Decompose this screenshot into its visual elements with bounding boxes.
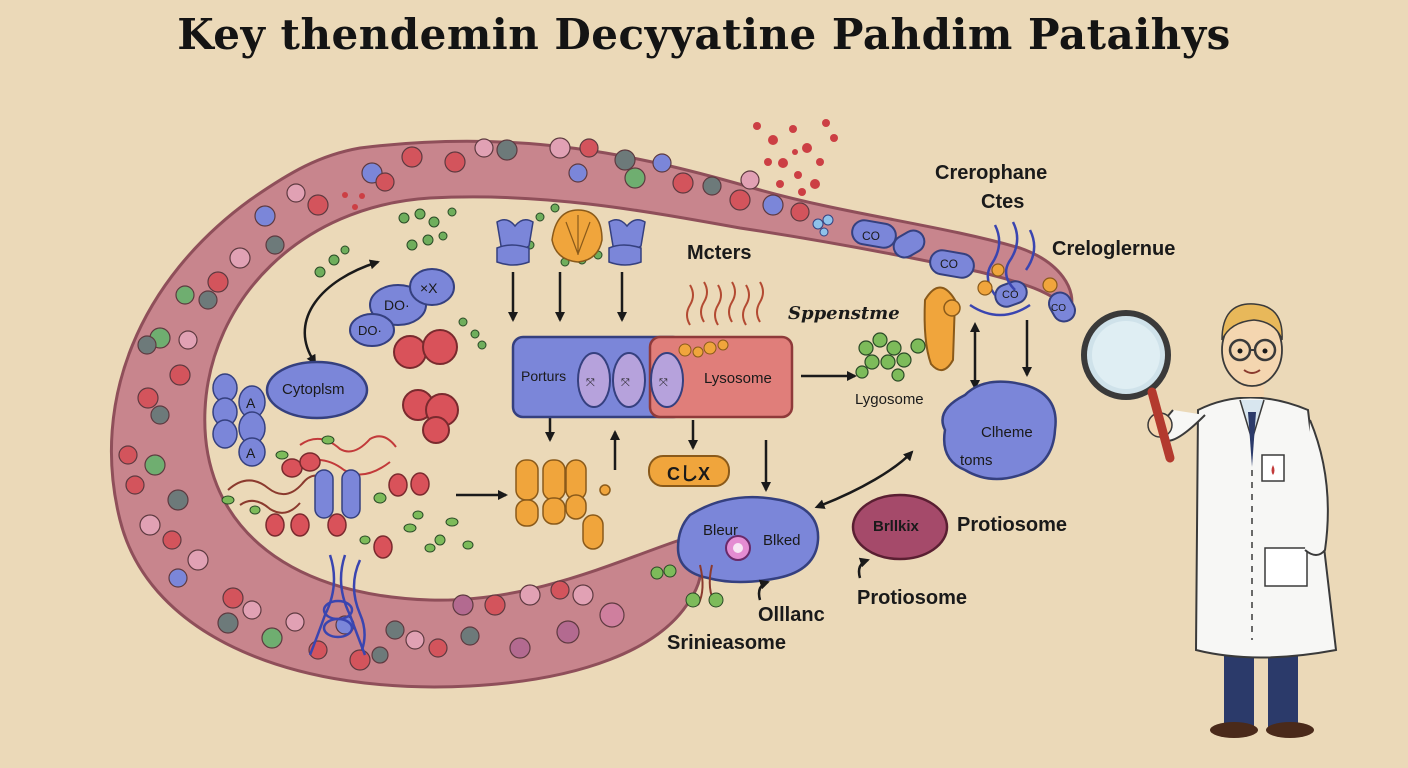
cytoplasm-exchange-arrow	[303, 259, 380, 365]
blked-label: Blked	[763, 532, 801, 549]
mcters-label: Mcters	[687, 242, 752, 264]
bleur-nucleus-core	[733, 543, 743, 553]
lysosome-label: Lysosome	[704, 370, 772, 387]
porturs-lysosome-organelle: ⤧ ⤧ ⤧	[511, 335, 794, 419]
clheme-label: Clheme	[981, 424, 1033, 441]
protiosome-label-2: Protiosome	[857, 587, 968, 609]
do-label-1: DO·	[384, 297, 410, 313]
down-arrows-top	[508, 272, 627, 322]
blue-coil	[308, 554, 367, 656]
red-vesicles	[393, 329, 459, 444]
brllkix-label: Brllkix	[873, 518, 919, 535]
cell-membrane	[109, 139, 1074, 689]
a-label-1: A	[246, 395, 256, 411]
a-label-2: A	[246, 445, 256, 461]
toms-label: toms	[960, 452, 993, 469]
xx-label: ×X	[420, 280, 438, 296]
bleur-blked-organelle	[676, 495, 820, 584]
diagram-title: Key thendemin Decyyatine Pahdim Pataihys	[177, 10, 1231, 59]
co-capsules	[851, 219, 1076, 323]
brllkix-proteasome	[851, 493, 949, 561]
srinieasome-sprigs	[650, 564, 724, 608]
protiosome-return-arrow	[857, 557, 870, 579]
co-label-3: CO	[1002, 289, 1019, 301]
orange-cluster-right	[977, 263, 1058, 296]
co-label-4: CO	[1051, 303, 1066, 314]
svg-text:⤧: ⤧	[586, 377, 595, 389]
orange-organelle-right	[923, 286, 961, 371]
do-vesicles	[349, 268, 455, 347]
receptor-pair-left	[496, 219, 534, 266]
cytoplasm-organelle	[265, 360, 369, 420]
svg-text:⤧: ⤧	[659, 377, 668, 389]
lygosome-label: Lygosome	[855, 391, 924, 408]
co-label-1: CO	[862, 229, 880, 243]
orange-beads	[678, 339, 729, 358]
olllanc-label: Olllanc	[758, 604, 825, 626]
clheme-toms-organelle	[941, 380, 1057, 481]
green-scatter	[221, 435, 474, 553]
clx-capsule	[648, 455, 730, 487]
scientist-figure	[1081, 303, 1338, 738]
released-particles	[342, 119, 838, 210]
do-label-2: DO·	[358, 323, 382, 338]
svg-text:⤧: ⤧	[621, 377, 630, 389]
cerophane-label: Crerophane	[935, 162, 1048, 184]
cerophane-fibers	[969, 221, 1036, 317]
receptor-pair-right	[608, 219, 646, 266]
red-balloon-proteins	[265, 452, 430, 559]
sppenstme-label: Sppenstme	[788, 303, 900, 324]
clx-label: CしX	[667, 464, 711, 484]
lygosome-cluster	[855, 332, 926, 382]
bleur-clheme-exchange-arrow	[814, 450, 914, 509]
cytoplsm-label: Cytoplsm	[282, 381, 345, 398]
orange-protein-columns	[515, 459, 611, 550]
olllanc-return-arrow	[757, 579, 770, 601]
co-label-2: CO	[940, 257, 958, 271]
mcters-filaments	[686, 281, 764, 326]
blue-column-proteins	[314, 469, 361, 519]
protiosome-label-1: Protiosome	[957, 514, 1068, 536]
porturs-label: Porturs	[521, 368, 567, 384]
bleur-label: Bleur	[703, 522, 739, 539]
srinieasome-label: Srinieasome	[667, 632, 786, 654]
orange-enzyme	[551, 209, 603, 263]
ctes-label: Ctes	[981, 191, 1025, 213]
blue-sparkle-molecule	[812, 214, 834, 237]
creloglernue-label: Creloglernue	[1052, 238, 1176, 260]
a-chain	[212, 373, 266, 467]
